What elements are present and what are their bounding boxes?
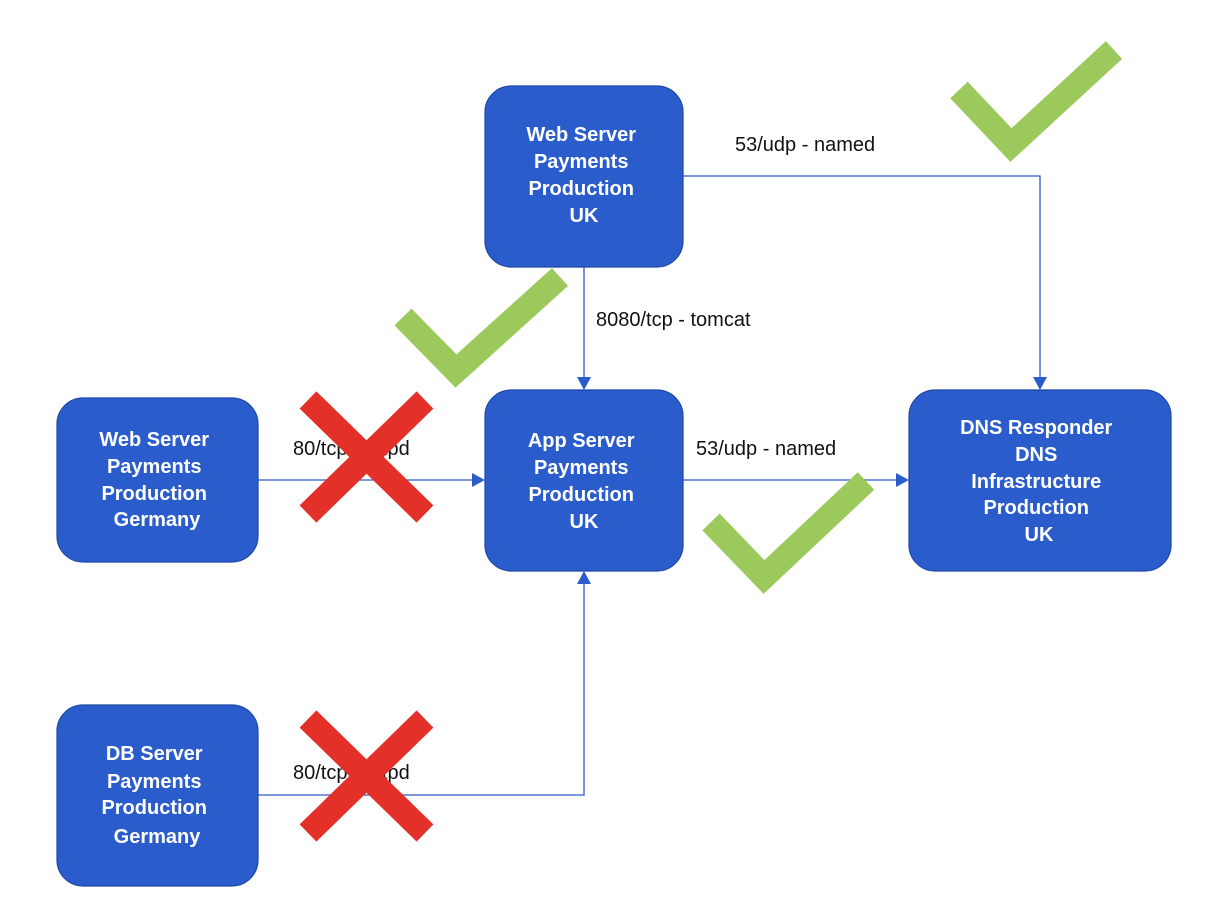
svg-text:App Server Payments: App Server Payments Production UK <box>528 430 640 533</box>
edge-label-web-uk-app-uk: 8080/tcp - tomcat <box>596 309 751 331</box>
node-web-server-payments-germany[interactable]: Web Server Payments Production Germany <box>56 397 259 563</box>
node-label-line: UK <box>570 511 599 533</box>
node-label-line: Payments <box>534 151 629 173</box>
node-label-line: Production <box>528 484 634 506</box>
node-dns-responder-uk[interactable]: DNS Responder DNS Infrastructure Product… <box>908 389 1172 572</box>
node-app-server-payments-uk[interactable]: App Server Payments Production UK <box>484 389 684 572</box>
node-web-server-payments-uk[interactable]: Web Server Payments Production UK <box>484 85 684 268</box>
edge-web-uk-to-dns-uk <box>683 175 1047 390</box>
node-label-line: DNS <box>1015 444 1057 466</box>
node-label-line: UK <box>570 205 599 227</box>
node-label-line: App Server <box>528 430 635 452</box>
svg-text:DB Server Payments: DB Server Payments Production Germany <box>101 743 212 848</box>
allowed-check-icon <box>702 472 875 594</box>
node-label-line: Production <box>101 483 207 505</box>
node-label-line: Germany <box>114 826 202 848</box>
node-label-line: Production <box>528 178 634 200</box>
node-label-line: Payments <box>107 771 202 793</box>
svg-text:Web Server Payments: Web Server Payments Production Germany <box>99 429 214 531</box>
node-label-line: Payments <box>107 456 202 478</box>
edge-db-de-to-app-uk <box>258 571 591 796</box>
edge-label-web-uk-dns-uk: 53/udp - named <box>735 134 875 156</box>
node-label-line: Web Server <box>526 124 636 146</box>
blocked-cross-icon <box>299 391 434 523</box>
node-label-line: Web Server <box>99 429 209 451</box>
node-label-line: Germany <box>114 509 202 531</box>
node-label-line: Production <box>101 797 207 819</box>
node-label-line: DB Server <box>106 743 203 765</box>
svg-text:DNS Responder DNS: DNS Responder DNS Infrastructure Product… <box>960 417 1118 546</box>
edge-label-app-uk-dns-uk: 53/udp - named <box>696 438 836 460</box>
node-label-line: Production <box>983 497 1089 519</box>
edge-web-uk-to-app-uk <box>577 267 591 390</box>
edge-app-uk-to-dns-uk <box>683 473 909 487</box>
node-label-line: UK <box>1025 524 1054 546</box>
svg-text:Web Server Payments: Web Server Payments Production UK <box>526 124 641 227</box>
edge-web-de-to-app-uk <box>258 473 485 487</box>
allowed-check-icon <box>394 268 569 388</box>
node-label-line: Payments <box>534 457 629 479</box>
node-label-line: Infrastructure <box>971 471 1101 493</box>
node-db-server-payments-germany[interactable]: DB Server Payments Production Germany <box>56 704 259 887</box>
blocked-cross-icon <box>299 710 434 842</box>
allowed-check-icon <box>950 41 1123 162</box>
node-label-line: DNS Responder <box>960 417 1112 439</box>
